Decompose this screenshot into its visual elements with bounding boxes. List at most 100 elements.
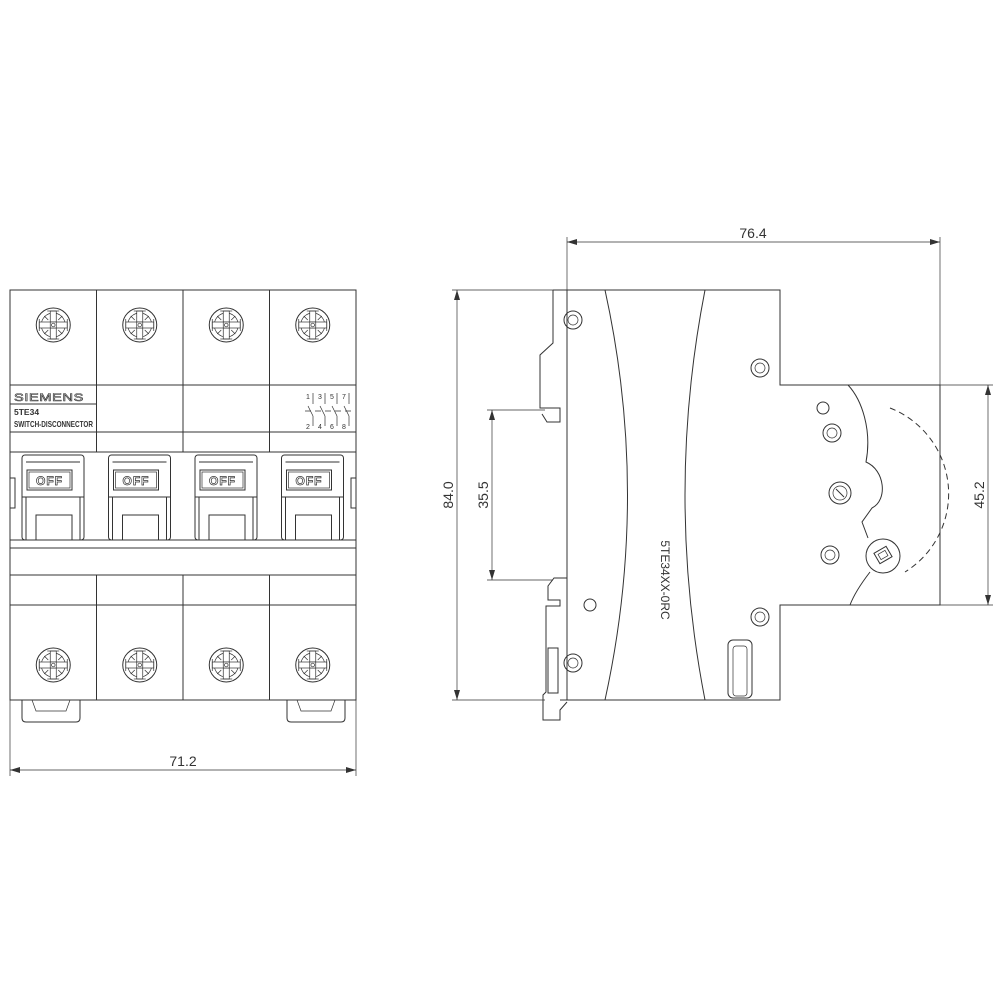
mounting-hole-inner [567, 314, 579, 326]
right-side-tab [350, 477, 357, 509]
dimension-rail-height: 35.5 [475, 409, 553, 581]
housing-contour-curve [604, 289, 628, 701]
pivot-knob-slot [835, 488, 845, 498]
handle-coupling-bar [9, 539, 357, 576]
dimension-front-width: 71.2 [9, 700, 357, 776]
switch-contact-symbol [331, 393, 338, 426]
terminal-screw-icon [35, 647, 71, 683]
terminal-screw-icon [295, 307, 331, 343]
terminal-number-bottom: 4 [318, 424, 322, 431]
mounting-hole [583, 598, 597, 612]
dimension-value: 84.0 [440, 481, 456, 508]
handle-label-frame [199, 469, 246, 491]
terminal-wiring-diagram: 1 3 5 7 2 4 6 8 [305, 393, 351, 431]
pole-3-handle: OFF [194, 454, 258, 541]
mounting-hole-inner [824, 549, 836, 561]
dimension-front-height: 45.2 [940, 384, 993, 606]
handle-swing-arc [889, 407, 950, 573]
terminal-screw-icon [35, 307, 71, 343]
pole-2-handle: OFF [108, 454, 171, 541]
din-rail-clip-lower [542, 577, 568, 721]
terminal-number-top: 7 [342, 394, 346, 401]
dimension-depth: 76.4 [566, 225, 941, 385]
rail-release-clip-right [286, 699, 346, 723]
handle-state-label: OFF [209, 474, 236, 488]
mounting-hole [822, 423, 842, 443]
terminal-number-bottom: 6 [330, 424, 334, 431]
handle-toggle [295, 514, 332, 541]
switch-contact-symbol [319, 393, 326, 426]
terminal-number-top: 3 [318, 394, 322, 401]
model-label: 5TE34 [14, 407, 39, 417]
handle-label-frame [113, 469, 159, 491]
mounting-hole-inner [567, 657, 579, 669]
handle-tip-grip [873, 545, 893, 565]
terminal-screw-icon [122, 307, 158, 343]
mounting-hole [563, 653, 583, 673]
terminal-slot-inner [732, 645, 748, 697]
dimension-value: 76.4 [739, 225, 766, 241]
handle-label-frame-inner [288, 471, 330, 489]
mounting-hole [820, 545, 840, 565]
handle-label-frame [26, 469, 73, 491]
handle-toggle [208, 514, 246, 541]
handle-state-label: OFF [296, 474, 323, 488]
pole-dividers [96, 290, 270, 700]
mounting-hole [750, 607, 770, 627]
slider-window [547, 647, 559, 694]
mounting-hole-inner [754, 362, 766, 374]
handle-tip [865, 538, 901, 574]
pole-4-handle: OFF [281, 454, 344, 541]
clip-outline [286, 700, 346, 723]
front-horizontal-lines [10, 384, 356, 606]
mechanism-contour-lower [849, 571, 871, 606]
handle-state-label: OFF [36, 474, 63, 488]
mounting-hole [816, 401, 830, 415]
side-holes [563, 310, 842, 673]
terminal-screw-icon [122, 647, 158, 683]
terminal-number-top: 5 [330, 394, 334, 401]
pole-1-handle: OFF [21, 454, 85, 541]
pivot-knob [828, 481, 852, 505]
device-label: SIEMENS 5TE34 SWITCH-DISCONNECTOR [14, 392, 93, 429]
clip-outline [21, 700, 81, 723]
terminal-number-top: 1 [306, 394, 310, 401]
handle-mechanism [828, 384, 950, 606]
housing-contour-curve [684, 289, 706, 701]
mounting-hole [563, 310, 583, 330]
handle-state-label: OFF [123, 474, 150, 488]
front-view: SIEMENS 5TE34 SWITCH-DISCONNECTOR 1 3 5 … [9, 289, 357, 776]
handle-label-frame [286, 469, 332, 491]
mounting-hole-inner [826, 427, 838, 439]
clip-inner [31, 699, 71, 712]
side-view: 5TE34XX-0RC 76.4 84.0 35.5 45.2 [440, 225, 993, 721]
handle-label-frame-inner [115, 471, 157, 489]
terminal-slot [727, 639, 753, 699]
handle-toggle [35, 514, 73, 541]
rail-release-clip-left [21, 699, 81, 723]
terminal-number-bottom: 8 [342, 424, 346, 431]
pivot-knob-inner [832, 485, 848, 501]
type-code-label: 5TE34XX-0RC [658, 540, 672, 620]
dimension-value: 71.2 [169, 753, 196, 769]
left-side-tab [9, 477, 16, 509]
handle-tip-grip-inner [877, 549, 889, 561]
terminal-screw-icon [295, 647, 331, 683]
mounting-hole [750, 358, 770, 378]
mounting-hole-inner [754, 611, 766, 623]
terminal-screw-icon [208, 307, 244, 343]
mechanism-contour-upper [847, 384, 883, 539]
side-body-outline [553, 289, 941, 701]
din-rail-clip-upper [539, 290, 561, 423]
dimension-value: 35.5 [475, 481, 491, 508]
brand-label: SIEMENS [14, 392, 84, 404]
handle-toggle [122, 514, 159, 541]
terminal-screw-icon [208, 647, 244, 683]
handle-label-frame-inner [201, 471, 244, 489]
handle-label-frame-inner [28, 471, 71, 489]
dimension-overall-height: 84.0 [440, 289, 553, 701]
clip-inner [296, 699, 336, 712]
dimension-value: 45.2 [971, 481, 987, 508]
terminal-number-bottom: 2 [306, 424, 310, 431]
